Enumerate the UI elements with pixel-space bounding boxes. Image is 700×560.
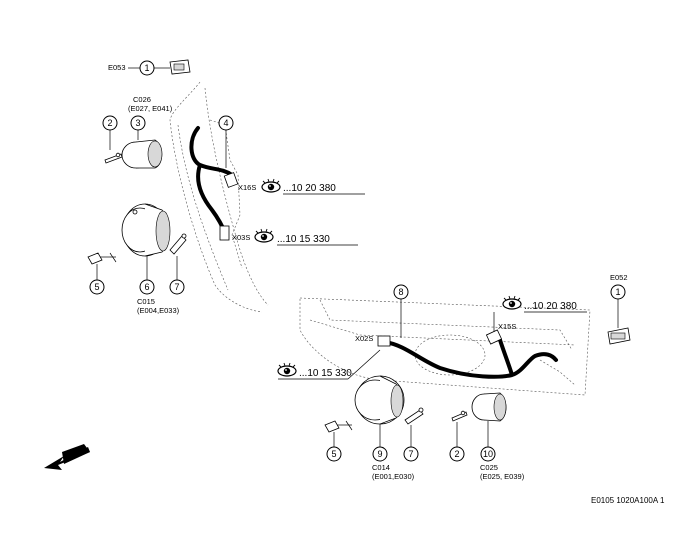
reference-3: ...10 20 380 (524, 301, 577, 312)
callout-6-circle (139, 279, 155, 295)
callout-10-circle (480, 446, 496, 462)
e052-label: E052 (610, 273, 628, 282)
lamp-c025 (471, 392, 507, 422)
c015-sub-label: (E004,E033) (137, 306, 180, 315)
connector-x15s (485, 329, 503, 345)
x02s-label: X02S (355, 334, 373, 343)
x03s-label: X03S (232, 233, 250, 242)
side-bulb-7-right (404, 407, 424, 425)
x15s-label: X15S (498, 322, 516, 331)
screw-2-right (451, 410, 468, 422)
c026-sub-label: (E027, E041) (128, 104, 173, 113)
c014-label: C014 (372, 463, 390, 472)
callout-2-right: 2 (454, 449, 459, 459)
x16s-label: X16S (238, 183, 256, 192)
callout-1-top: 1 (144, 63, 149, 73)
direction-arrow-icon (44, 444, 90, 470)
eye-icon (277, 362, 297, 377)
figure-code: E0105 1020A100A 1 (591, 496, 665, 505)
bulb-5-left (87, 252, 117, 265)
callout-10: 10 (483, 449, 493, 459)
callout-5-circle (89, 279, 105, 295)
eye-icon (502, 295, 522, 310)
e052-part (607, 327, 631, 345)
callout-3: 3 (135, 118, 140, 128)
callout-9-circle (372, 446, 388, 462)
harness-8 (383, 338, 558, 379)
callout-5-circle (326, 446, 342, 462)
callout-5-left: 5 (94, 282, 99, 292)
c025-sub-label: (E025, E039) (480, 472, 525, 481)
callout-7-circle (403, 446, 419, 462)
callout-7-left: 7 (174, 282, 179, 292)
headlamp-c014 (354, 375, 405, 425)
callout-2-left: 2 (107, 118, 112, 128)
callout-7-circle (169, 279, 185, 295)
headlamp-c015 (121, 203, 171, 257)
c025-label: C025 (480, 463, 498, 472)
c014-sub-label: (E001,E030) (372, 472, 415, 481)
callout-6: 6 (144, 282, 149, 292)
bulb-5-right (324, 420, 353, 433)
callout-8: 8 (398, 287, 403, 297)
callout-9: 9 (377, 449, 382, 459)
c026-label: C026 (133, 95, 151, 104)
e053-part: E053 1 (108, 59, 191, 76)
callout-5-right: 5 (331, 449, 336, 459)
eye-icon (254, 228, 274, 243)
c015-label: C015 (137, 297, 155, 306)
reference-1: ...10 20 380 (283, 183, 336, 194)
callout-7-right: 7 (408, 449, 413, 459)
e053-label: E053 (108, 63, 126, 72)
reference-4: ...10 15 330 (299, 368, 352, 379)
side-bulb-7-left (169, 233, 187, 255)
right-panel (299, 297, 591, 396)
left-panel (169, 81, 269, 313)
callout-1-right: 1 (615, 287, 620, 297)
connector-x03s (219, 225, 230, 241)
connector-x02s (377, 335, 391, 347)
eye-icon (261, 178, 281, 193)
screw-2-left (104, 152, 123, 164)
callout-4: 4 (223, 118, 228, 128)
callout-2-circle (449, 446, 465, 462)
lamp-c026 (121, 139, 163, 169)
connector-x16s (223, 172, 239, 188)
reference-2: ...10 15 330 (277, 234, 330, 245)
